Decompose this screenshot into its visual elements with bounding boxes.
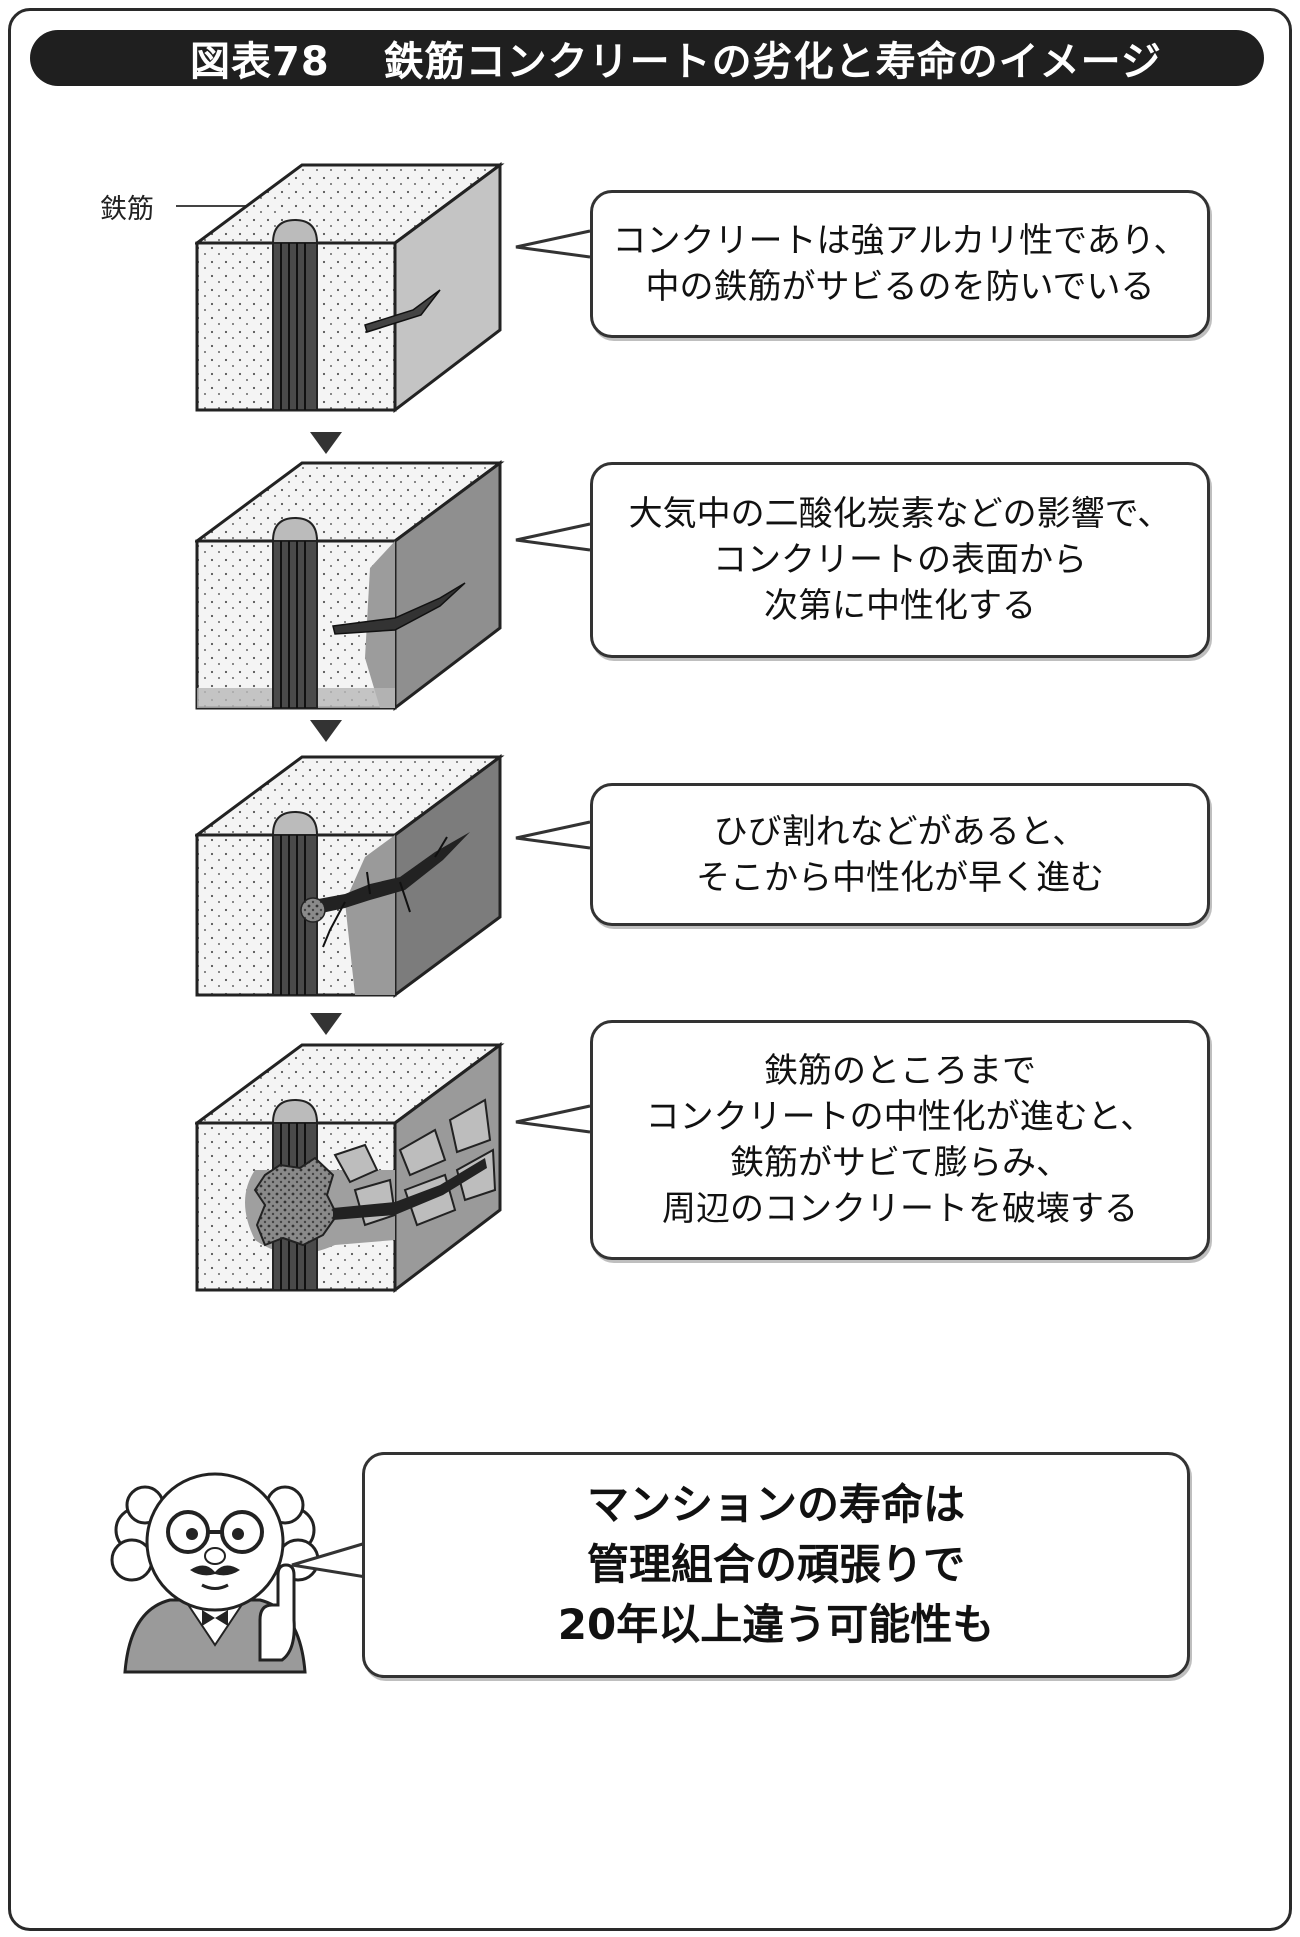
- stage-1-line-1: コンクリートは強アルカリ性であり、: [612, 221, 1188, 261]
- arrow-down-icon: [310, 1013, 342, 1035]
- bubble-tail: [515, 820, 591, 850]
- stage-3-line-1: ひび割れなどがあると、: [713, 811, 1087, 852]
- stage-4-line-1: 鉄筋のところまで: [764, 1051, 1036, 1091]
- concrete-block-stage-2: [195, 460, 505, 712]
- stage-4-caption-bubble: 鉄筋のところまで コンクリートの中性化が進むと、 鉄筋がサビて膨らみ、 周辺のコ…: [590, 1020, 1210, 1260]
- stage-4-line-2: コンクリートの中性化が進むと、: [645, 1097, 1155, 1137]
- stage-3-line-2: そこから中性化が早く進む: [696, 857, 1104, 898]
- stage-1-line-2: 中の鉄筋がサビるのを防いでいる: [645, 267, 1155, 307]
- professor-character-icon: [110, 1472, 320, 1674]
- figure-title: 鉄筋コンクリートの劣化と寿命のイメージ: [383, 39, 1162, 85]
- final-message-line-3: 20年以上違う可能性も: [557, 1600, 995, 1649]
- final-message-bubble: マンションの寿命は 管理組合の頑張りで 20年以上違う可能性も: [362, 1452, 1190, 1678]
- rebar-label: 鉄筋: [100, 194, 154, 225]
- concrete-block-stage-1: [195, 162, 505, 414]
- stage-3-caption-bubble: ひび割れなどがあると、 そこから中性化が早く進む: [590, 783, 1210, 926]
- stage-2-caption-bubble: 大気中の二酸化炭素などの影響で、 コンクリートの表面から 次第に中性化する: [590, 462, 1210, 658]
- rebar-leader-line: [176, 205, 288, 207]
- concrete-block-stage-3: [195, 754, 505, 998]
- final-message-line-1: マンションの寿命は: [586, 1480, 965, 1529]
- stage-2-line-1: 大気中の二酸化炭素などの影響で、: [628, 494, 1172, 534]
- stage-2-line-2: コンクリートの表面から: [713, 540, 1087, 580]
- concrete-block-stage-4: [195, 1042, 505, 1294]
- arrow-down-icon: [310, 720, 342, 742]
- stage-4-line-3: 鉄筋がサビて膨らみ、: [730, 1143, 1070, 1183]
- figure-number: 図表78: [190, 39, 330, 85]
- arrow-down-icon: [310, 432, 342, 454]
- stage-2-line-3: 次第に中性化する: [764, 586, 1036, 626]
- bubble-tail: [515, 229, 591, 259]
- bubble-tail: [515, 1104, 591, 1134]
- figure-title-bar: 図表78 鉄筋コンクリートの劣化と寿命のイメージ: [30, 30, 1264, 86]
- bubble-tail: [515, 522, 591, 552]
- stage-4-line-4: 周辺のコンクリートを破壊する: [662, 1189, 1138, 1229]
- final-message-line-2: 管理組合の頑張りで: [586, 1540, 965, 1589]
- stage-1-caption-bubble: コンクリートは強アルカリ性であり、 中の鉄筋がサビるのを防いでいる: [590, 190, 1210, 338]
- bubble-tail: [291, 1541, 367, 1579]
